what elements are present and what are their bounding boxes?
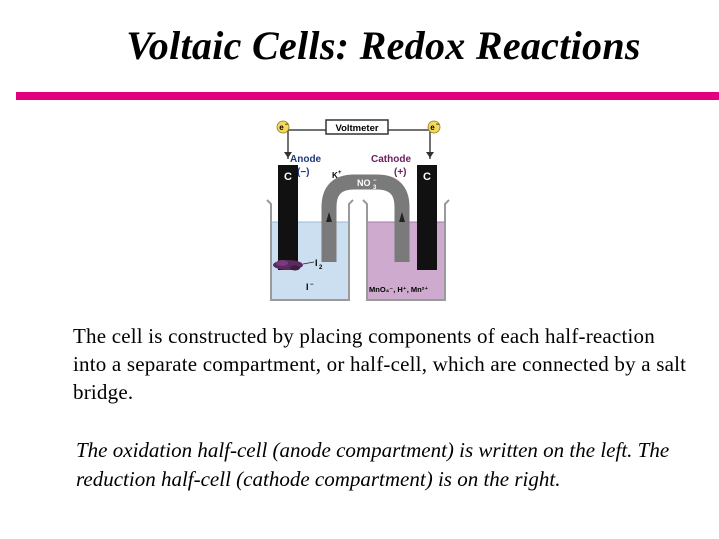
electron-left-label: e	[279, 123, 284, 132]
iodide-charge: −	[310, 282, 314, 288]
iodine-label: I	[315, 258, 318, 268]
voltaic-cell-diagram: e − e − Voltmeter Anode (−) Cathode (+) …	[266, 119, 450, 301]
electron-left-charge: −	[285, 122, 289, 128]
cathode-label: Cathode	[371, 154, 411, 165]
electron-right-charge: −	[436, 122, 440, 128]
iodine-deposit	[273, 260, 303, 271]
title-divider	[16, 92, 719, 100]
voltmeter: Voltmeter	[325, 119, 389, 135]
cathode-species-label: MnO₄⁻, H⁺, Mn²⁺	[369, 285, 428, 294]
iodide-label: I	[306, 282, 309, 292]
anode-sign: (−)	[297, 167, 310, 178]
bridge-anion-sub: 3	[373, 185, 377, 191]
salt-bridge	[321, 174, 410, 262]
electron-right-badge: e −	[427, 120, 441, 134]
bridge-anion-charge: −	[373, 178, 377, 184]
cathode-sign: (+)	[394, 167, 407, 178]
construction-paragraph: The cell is constructed by placing compo…	[73, 324, 687, 404]
slide-title-text: Voltaic Cells: Redox Reactions	[126, 23, 641, 68]
iodine-sub: 2	[319, 265, 323, 271]
cathode-electrode-label: C	[423, 171, 431, 183]
bridge-anion: NO	[357, 178, 371, 188]
anode-electrode-label: C	[284, 171, 292, 183]
anode-electrode: C	[278, 165, 298, 270]
voltmeter-label: Voltmeter	[335, 123, 378, 134]
electron-left-badge: e −	[276, 120, 290, 134]
bridge-cation-charge: +	[338, 170, 342, 176]
electron-right-label: e	[430, 123, 435, 132]
convention-note: The oxidation half-cell (anode compartme…	[76, 438, 670, 491]
cathode-electrode: C	[417, 165, 437, 270]
anode-label: Anode	[290, 154, 322, 165]
slide-title: Voltaic Cells: Redox Reactions	[0, 22, 719, 69]
bridge-cation: K	[332, 171, 338, 180]
